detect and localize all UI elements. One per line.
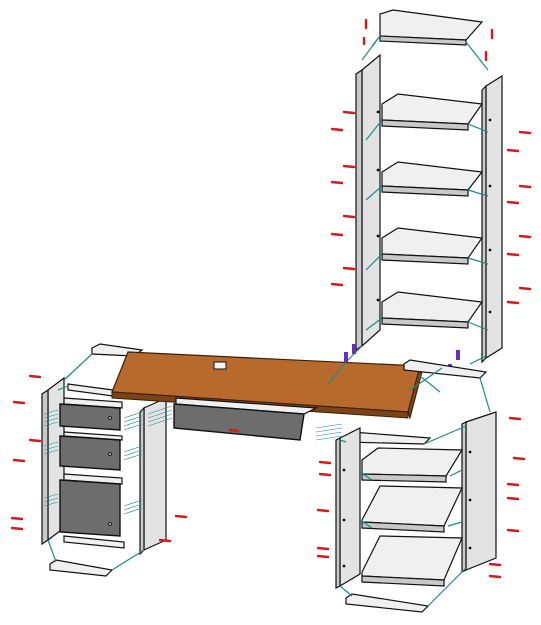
left-pedestal	[10, 343, 188, 577]
right-fasteners	[316, 416, 526, 579]
cabinet-shelf-2	[361, 485, 463, 533]
right-holes	[342, 450, 472, 568]
drawer-2	[59, 431, 123, 471]
bookcase-left-side	[355, 53, 381, 352]
left-runners	[43, 405, 173, 515]
drawer-3	[59, 473, 123, 537]
right-cabinet	[315, 359, 526, 613]
bookcase	[330, 9, 532, 365]
bookcase-shelf-3	[381, 227, 484, 265]
bookcase-fasteners	[330, 18, 532, 305]
cabinet-shelf-1	[361, 447, 464, 483]
drawer-1	[59, 397, 123, 431]
bookcase-right-side	[481, 74, 503, 364]
bookcase-holes	[376, 110, 492, 314]
right-connectors	[339, 367, 491, 607]
keyboard-drawer	[173, 361, 347, 441]
bookcase-shelf-4	[381, 291, 484, 329]
bookcase-connectors	[345, 35, 489, 365]
bookcase-shelf-1	[381, 93, 484, 131]
cable-grommet	[213, 361, 227, 370]
cabinet-shelf-3	[361, 535, 463, 587]
bookcase-top	[379, 9, 484, 46]
bookcase-shelf-2	[381, 161, 484, 197]
